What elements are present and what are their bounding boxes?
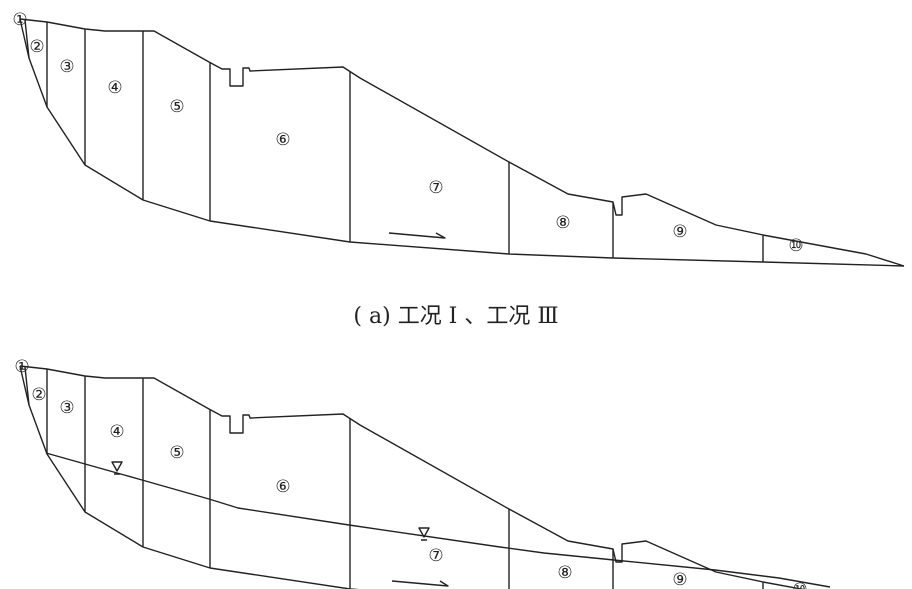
slice-label-8: ⑧: [557, 563, 572, 583]
slice-label-6: ⑥: [275, 477, 290, 497]
svg-text:⑧: ⑧: [555, 213, 570, 233]
svg-text:①: ①: [12, 10, 27, 30]
water-level-symbol: [111, 461, 123, 475]
svg-text:⑥: ⑥: [275, 130, 290, 150]
svg-text:⑤: ⑤: [169, 443, 184, 463]
svg-text:①: ①: [14, 357, 29, 377]
svg-text:④: ④: [107, 78, 122, 98]
slice-label-7: ⑦: [428, 546, 443, 566]
slice-label-5: ⑤: [169, 97, 184, 117]
slice-label-9: ⑨: [672, 570, 687, 589]
svg-text:③: ③: [59, 398, 74, 418]
slice-label-4: ④: [107, 78, 122, 98]
svg-text:⑥: ⑥: [275, 477, 290, 497]
figure-caption-a: ( a) 工况 Ⅰ 、工况 Ⅲ: [353, 304, 559, 329]
diagram-a: [19, 18, 905, 267]
slice-label-7: ⑦: [428, 178, 443, 198]
diagram-b: [19, 365, 905, 589]
svg-text:⑦: ⑦: [428, 546, 443, 566]
slice-label-10: ⑩: [788, 236, 803, 256]
svg-text:⑨: ⑨: [672, 222, 687, 242]
slice-label-2: ②: [31, 385, 46, 405]
slice-label-1: ①: [12, 10, 27, 30]
slice-label-6: ⑥: [275, 130, 290, 150]
slice-label-2: ②: [29, 37, 44, 57]
slice-label-8: ⑧: [555, 213, 570, 233]
svg-text:④: ④: [109, 422, 124, 442]
water-level-symbol: [418, 527, 430, 541]
svg-text:⑨: ⑨: [672, 570, 687, 589]
slip-direction-arrow: [391, 580, 449, 587]
slice-label-9: ⑨: [672, 222, 687, 242]
svg-text:⑤: ⑤: [169, 97, 184, 117]
slice-label-1: ①: [14, 357, 29, 377]
svg-text:⑧: ⑧: [557, 563, 572, 583]
slip-direction-arrow: [388, 232, 446, 239]
phreatic-line: [45, 452, 831, 588]
svg-text:③: ③: [59, 57, 74, 77]
slice-label-4: ④: [109, 422, 124, 442]
svg-text:②: ②: [29, 37, 44, 57]
slice-label-3: ③: [59, 398, 74, 418]
svg-text:⑩: ⑩: [788, 236, 803, 256]
slice-label-5: ⑤: [169, 443, 184, 463]
svg-text:②: ②: [31, 385, 46, 405]
svg-text:⑦: ⑦: [428, 178, 443, 198]
svg-text:⑩: ⑩: [792, 580, 807, 589]
slice-label-3: ③: [59, 57, 74, 77]
slice-label-10: ⑩: [792, 580, 807, 589]
